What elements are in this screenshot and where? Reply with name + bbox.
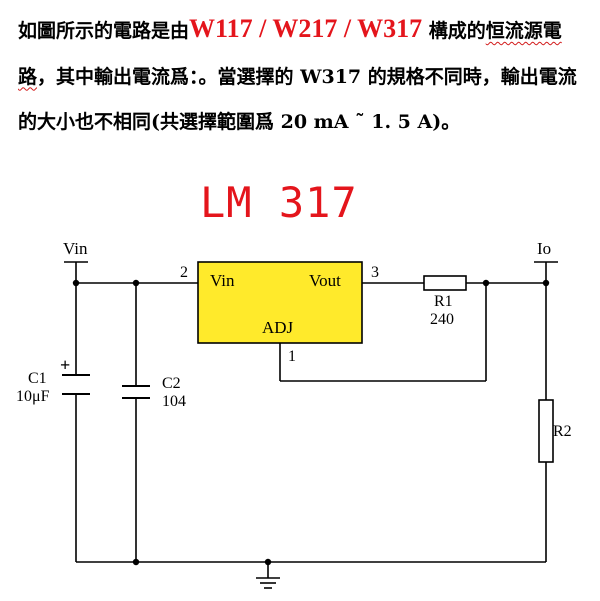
pin-out-number: 3: [371, 264, 379, 281]
junction-dots: [72, 279, 550, 566]
c1-value: 10μF: [16, 388, 50, 405]
chip-title: LM 317: [200, 178, 358, 227]
description-paragraph: 如圖所示的電路是由W117 / W217 / W317 構成的恒流源電路，其中輸…: [18, 6, 588, 146]
vin-terminal-label: Vin: [63, 239, 88, 258]
c1-capacitor: [62, 374, 90, 395]
description-part1: 如圖所示的電路是由: [18, 20, 190, 42]
chip-vin-label: Vin: [210, 271, 235, 290]
lm317-chip: [197, 261, 363, 344]
c2-name: C2: [162, 375, 181, 392]
chip-adj-label: ADJ: [262, 318, 294, 337]
description-part4: ，其中輸出電流爲：。當選擇的 W317 的規格不同時，輸出電流的大小也不相同(共…: [18, 65, 577, 134]
description-part3: 恒流源電路: [18, 20, 562, 88]
c1-name: C1: [28, 370, 47, 387]
model-highlight: W117 / W217 / W317: [189, 14, 423, 43]
r2-name: R2: [553, 423, 572, 440]
pin-adj-number: 1: [288, 348, 296, 365]
ground-icon: [256, 577, 280, 589]
r1-resistor: [423, 275, 467, 291]
r1-name: R1: [434, 293, 453, 310]
r1-value: 240: [430, 311, 454, 328]
c1-polarity: +: [60, 355, 70, 375]
c2-value: 104: [162, 393, 186, 410]
pin-in-number: 2: [180, 264, 188, 281]
io-terminal-label: Io: [537, 239, 551, 258]
description-part2: 構成的: [422, 20, 486, 42]
chip-vout-label: Vout: [309, 271, 341, 290]
r2-resistor: [538, 399, 554, 463]
c2-capacitor: [122, 385, 150, 399]
